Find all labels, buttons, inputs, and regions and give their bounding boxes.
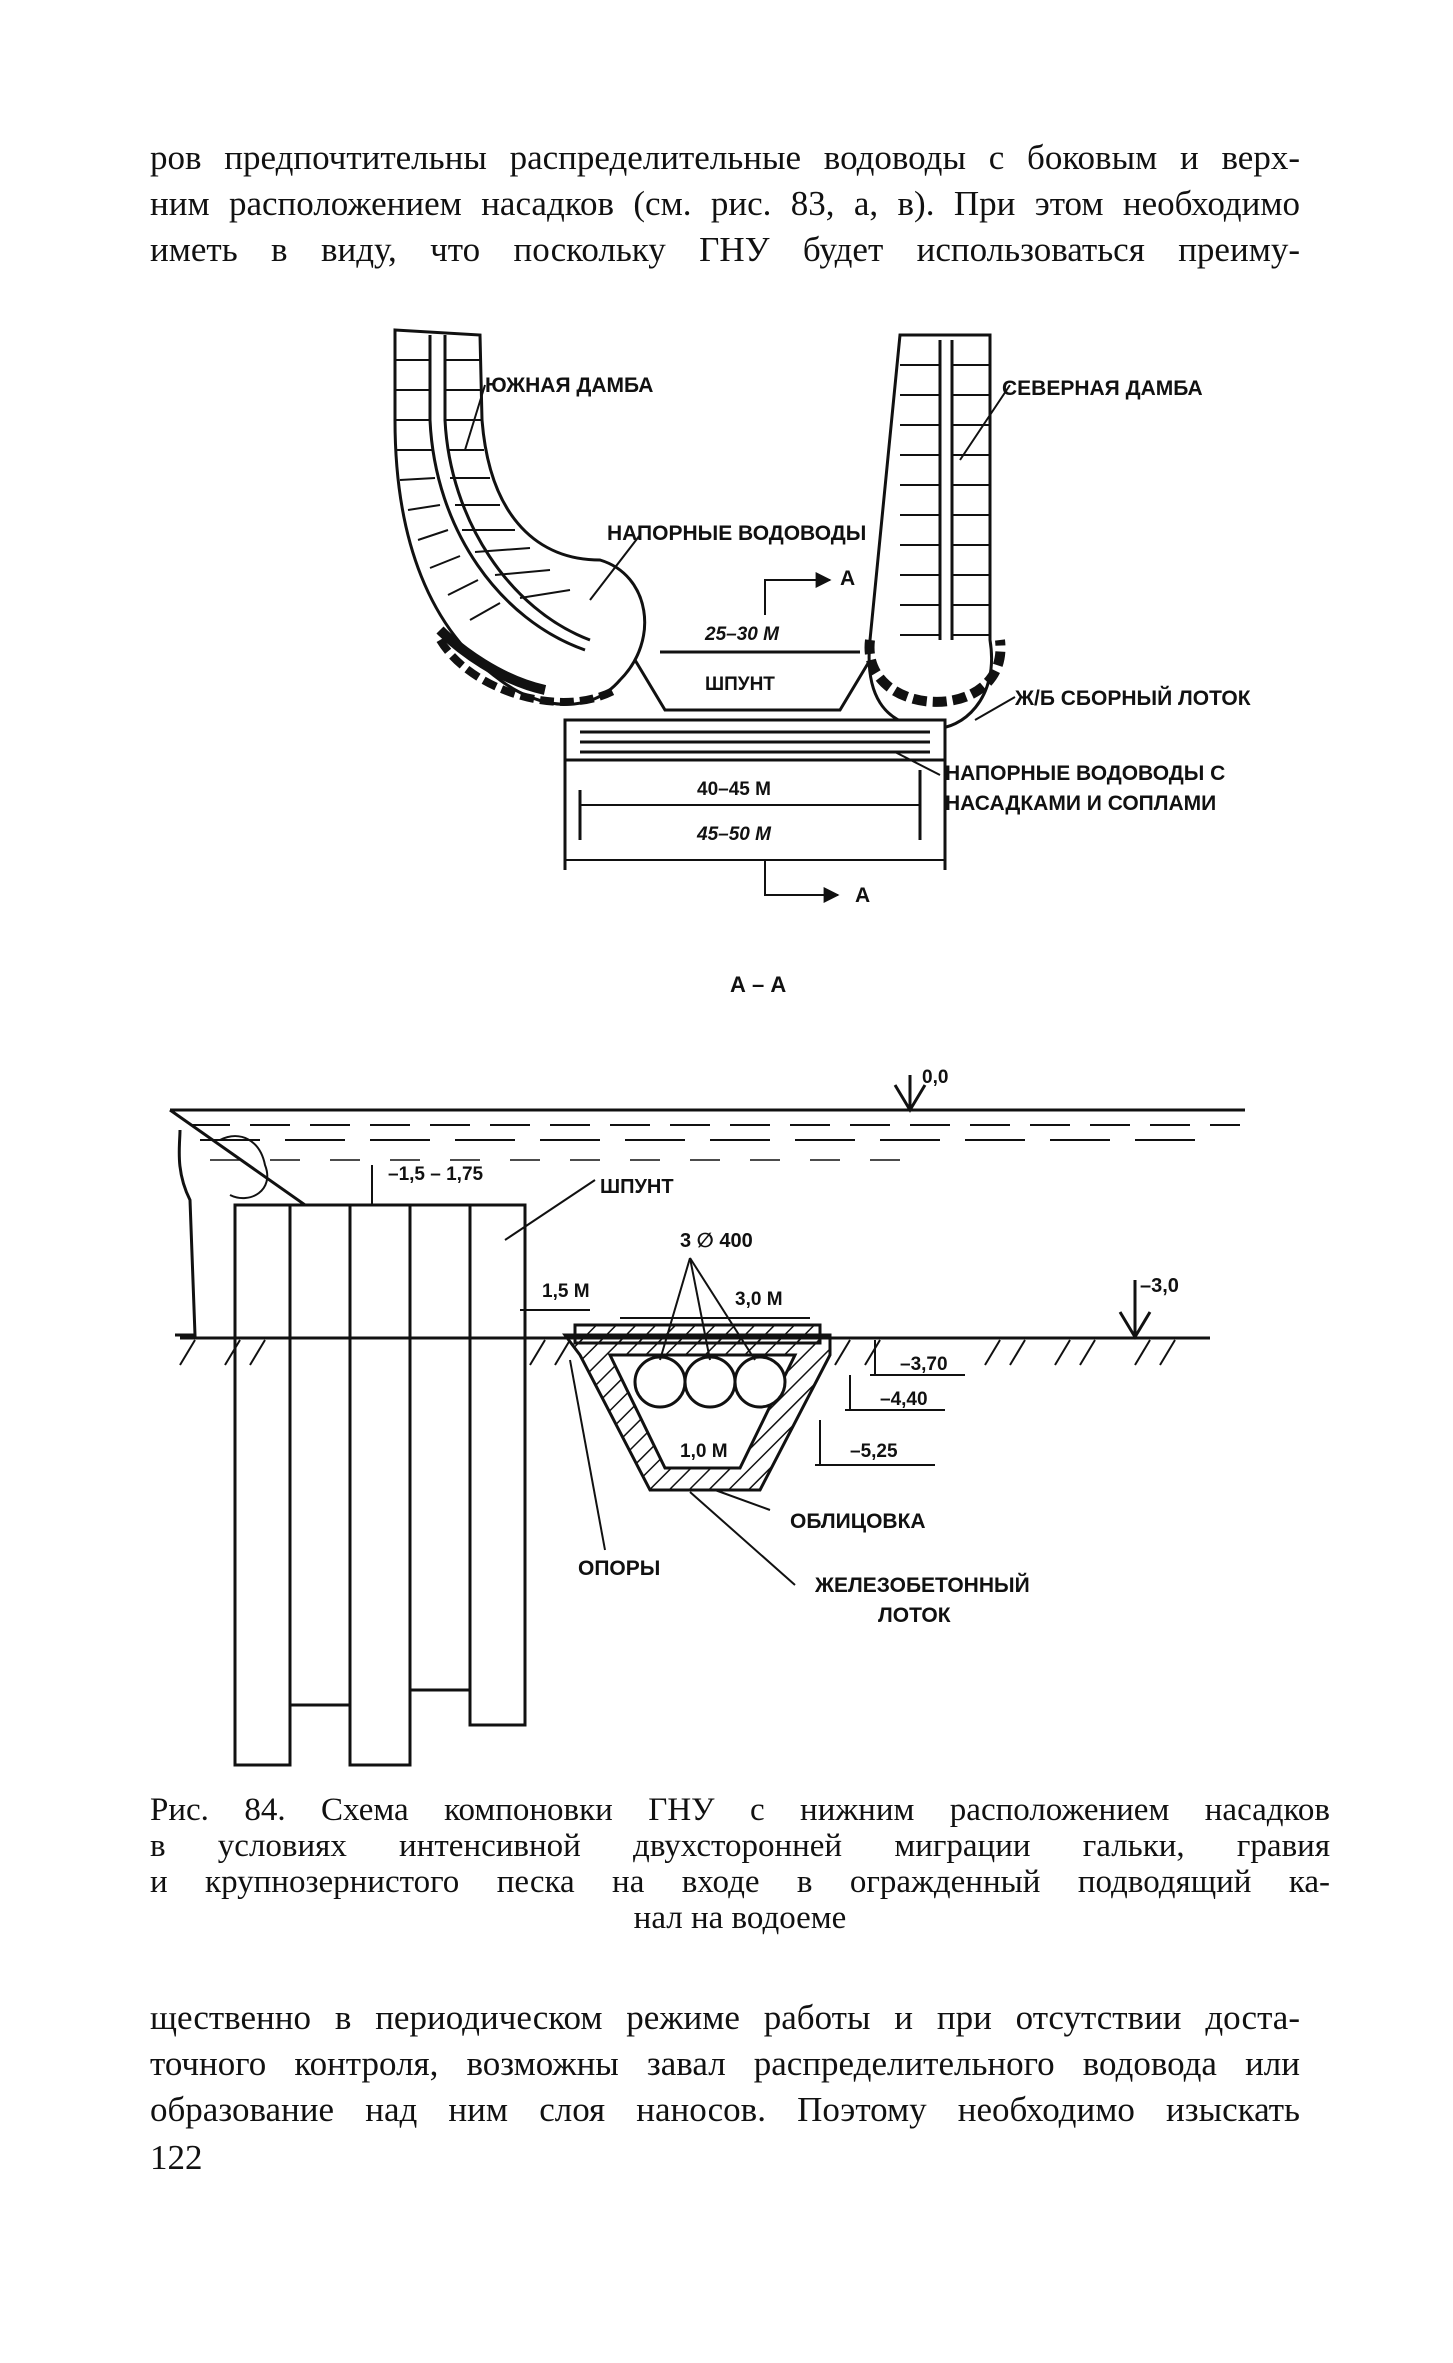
label-dim-inner: 40–45 М bbox=[697, 779, 771, 800]
label-tray-1: ЖЕЛЕЗОБЕТОННЫЙ bbox=[814, 1573, 1030, 1597]
text-line: ров предпочтительны распределительные во… bbox=[150, 138, 1300, 177]
label-level-1: –3,70 bbox=[900, 1354, 948, 1375]
text-line: точного контроля, возможны завал распред… bbox=[150, 2044, 1300, 2083]
label-sheet-pile-section: ШПУНТ bbox=[600, 1176, 674, 1198]
label-level-bottom: –3,0 bbox=[1140, 1275, 1179, 1297]
label-sheet-pile: ШПУНТ bbox=[705, 674, 775, 695]
label-section-mark-top: А bbox=[840, 567, 855, 590]
label-dim-outer: 45–50 М bbox=[696, 824, 772, 845]
label-dist-1: 1,5 М bbox=[542, 1281, 590, 1302]
figure-caption: Рис. 84. Схема компоновки ГНУ с нижним р… bbox=[150, 1792, 1330, 1936]
label-nozzle-pipes-2: НАСАДКАМИ И СОПЛАМИ bbox=[945, 792, 1216, 815]
text-line: щественно в периодическом режиме работы … bbox=[150, 1998, 1300, 2037]
label-section-mark-bottom: А bbox=[855, 884, 870, 907]
bottom-paragraph: щественно в периодическом режиме работы … bbox=[150, 1995, 1300, 2133]
channel-tray bbox=[563, 718, 947, 762]
text-line: ним расположением насадков (см. рис. 83,… bbox=[150, 184, 1300, 223]
top-paragraph: ров предпочтительны распределительные во… bbox=[150, 135, 1300, 273]
label-level-water: 0,0 bbox=[922, 1067, 948, 1088]
label-level-3: –5,25 bbox=[850, 1441, 898, 1462]
label-supports: ОПОРЫ bbox=[578, 1557, 660, 1580]
label-nozzle-pipes-1: НАПОРНЫЕ ВОДОВОДЫ С bbox=[945, 762, 1225, 785]
label-south-dam: ЮЖНАЯ ДАМБА bbox=[485, 374, 653, 397]
label-tray-2: ЛОТОК bbox=[878, 1604, 951, 1627]
label-dist-2: 3,0 М bbox=[735, 1289, 783, 1310]
north-dam bbox=[867, 333, 993, 730]
caption-line: нал на водоеме bbox=[633, 1900, 847, 1936]
label-lining: ОБЛИЦОВКА bbox=[790, 1510, 926, 1533]
label-level-2: –4,40 bbox=[880, 1389, 928, 1410]
label-north-dam: СЕВЕРНАЯ ДАМБА bbox=[1002, 377, 1203, 400]
text-line: иметь в виду, что поскольку ГНУ будет ис… bbox=[150, 230, 1300, 269]
label-level-pile: –1,5 – 1,75 bbox=[388, 1164, 484, 1185]
text-line: образование над ним слоя наносов. Поэтом… bbox=[150, 2090, 1300, 2129]
section-view bbox=[169, 1075, 1245, 1767]
page-number: 122 bbox=[150, 2138, 203, 2177]
label-channel: Ж/Б СБОРНЫЙ ЛОТОК bbox=[1014, 686, 1251, 710]
section-title: А – А bbox=[730, 972, 786, 997]
caption-line: и крупнозернистого песка на входе в огра… bbox=[150, 1864, 1330, 1900]
label-pipes: 3 ∅ 400 bbox=[680, 1230, 753, 1252]
south-dam bbox=[393, 328, 647, 706]
section-labels: 0,0 –1,5 – 1,75 ШПУНТ 3 ∅ 400 1,5 М 3,0 … bbox=[388, 1067, 1179, 1627]
label-pressure-pipes: НАПОРНЫЕ ВОДОВОДЫ bbox=[607, 522, 866, 545]
label-width: 1,0 М bbox=[680, 1441, 728, 1462]
plan-view bbox=[393, 328, 1016, 903]
label-gap: 25–30 М bbox=[704, 624, 780, 645]
plan-labels: ЮЖНАЯ ДАМБА СЕВЕРНАЯ ДАМБА НАПОРНЫЕ ВОДО… bbox=[485, 374, 1251, 997]
caption-line: Рис. 84. Схема компоновки ГНУ с нижним р… bbox=[150, 1792, 1330, 1828]
caption-line: в условиях интенсивной двухсторонней миг… bbox=[150, 1828, 1330, 1864]
